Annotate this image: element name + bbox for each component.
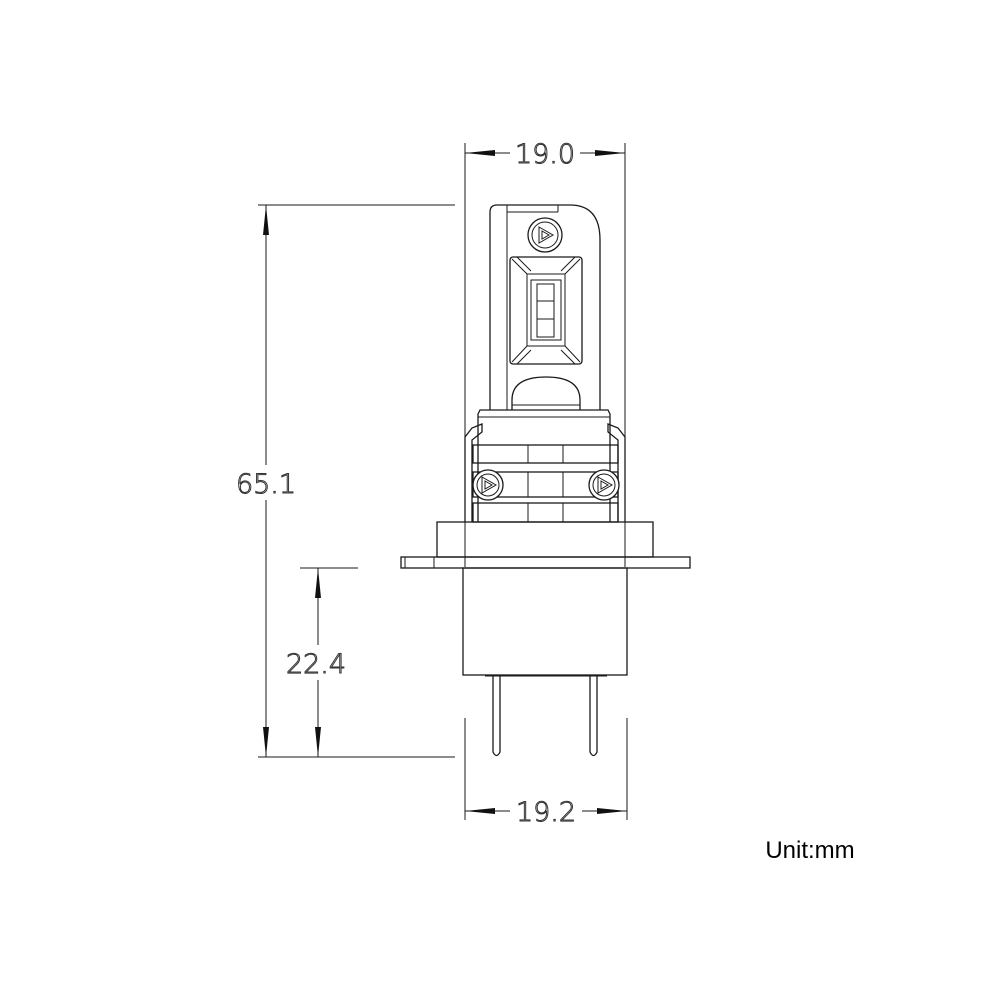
screw-icon [588, 469, 620, 501]
reflector-dome [511, 376, 581, 410]
dimension-total-height: 65.1 [235, 204, 455, 758]
screw-icon [527, 217, 563, 253]
collar [464, 409, 626, 523]
bottom-width-label: 19.2 [516, 797, 576, 828]
bulb-base [400, 521, 691, 757]
pin [492, 676, 501, 757]
led-chip [509, 256, 583, 365]
led-head [489, 204, 601, 410]
dimension-base-height: 22.4 [285, 567, 358, 757]
dimension-top-width: 19.0 [464, 139, 626, 567]
total-height-label: 65.1 [236, 469, 296, 500]
screw-icon [472, 469, 504, 501]
pin [589, 676, 598, 757]
dimension-bottom-width: 19.2 [464, 718, 628, 829]
top-width-label: 19.0 [515, 139, 575, 170]
unit-label: Unit:mm [765, 837, 854, 864]
base-height-label: 22.4 [286, 649, 346, 680]
